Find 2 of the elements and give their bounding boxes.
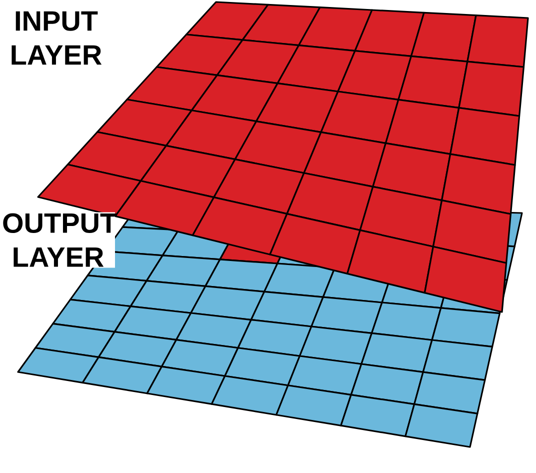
layer-label: INPUT LAYER [0, 10, 113, 66]
layer-label: OUTPUT LAYER [1, 212, 117, 268]
